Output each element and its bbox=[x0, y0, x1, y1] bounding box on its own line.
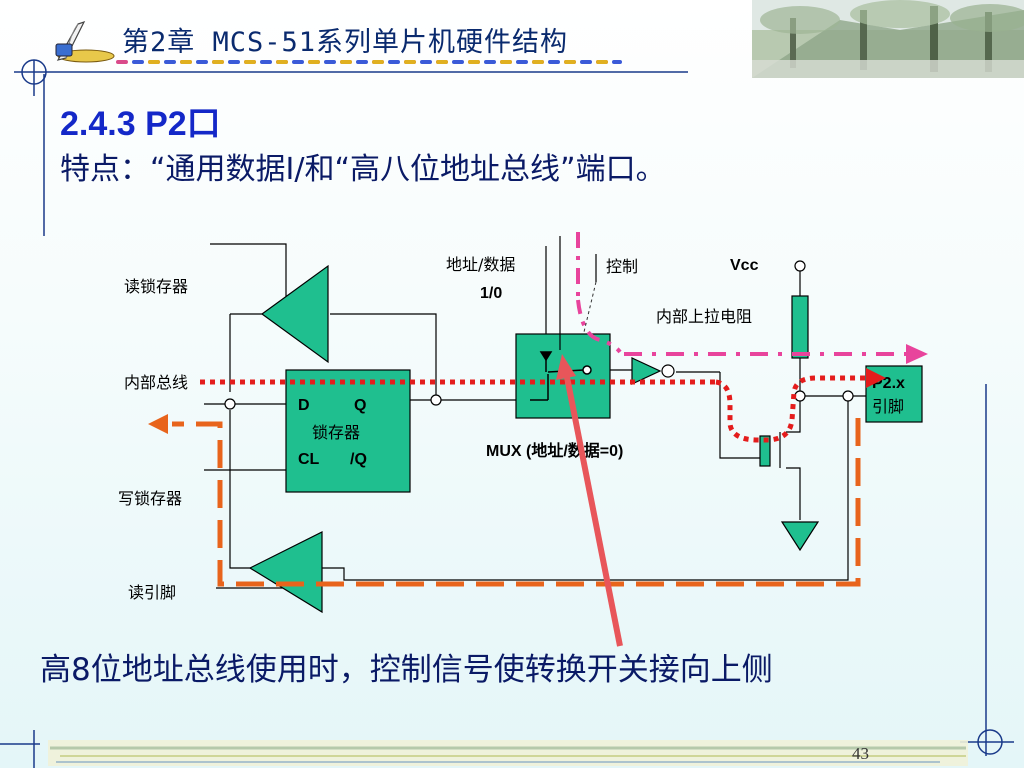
magenta-arrowhead bbox=[906, 344, 928, 364]
crosshair-top-left bbox=[21, 59, 47, 96]
magenta-signal-path bbox=[576, 232, 906, 356]
caption-text: 高8位地址总线使用时，控制信号使转换开关接向上侧 bbox=[40, 652, 773, 688]
latch-cl-label: CL bbox=[298, 451, 320, 468]
latch-q-label: Q bbox=[354, 397, 366, 414]
crosshair-bottom-right bbox=[960, 729, 1014, 755]
latch-d-label: D bbox=[298, 397, 310, 414]
write-latch-label: 写锁存器 bbox=[118, 489, 182, 508]
vcc-label: Vcc bbox=[730, 257, 759, 274]
ground-symbol bbox=[780, 521, 820, 552]
chapter-title: 第2章 MCS-51系列单片机硬件结构 bbox=[122, 27, 569, 58]
fet-transistor bbox=[759, 435, 771, 467]
mux-label: MUX (地址/数据=0) bbox=[486, 441, 623, 460]
mux-switch bbox=[530, 351, 592, 401]
control-label: 控制 bbox=[606, 257, 638, 276]
pullup-resistor-label: 内部上拉电阻 bbox=[656, 307, 752, 326]
page-number: 43 bbox=[852, 744, 869, 763]
inverter-gate bbox=[631, 357, 675, 385]
address-data-value-label: 1/0 bbox=[480, 285, 502, 302]
latch-name-label: 锁存器 bbox=[312, 423, 360, 442]
pointer-arrowhead bbox=[556, 354, 576, 380]
latch-qbar-label: /Q bbox=[350, 451, 367, 468]
d-latch-block bbox=[285, 369, 411, 493]
pointer-arrow-shaft bbox=[563, 371, 623, 647]
header-photo bbox=[752, 0, 1024, 78]
orange-arrowhead bbox=[148, 414, 168, 434]
control-dashed-line bbox=[583, 281, 597, 333]
read-latch-label: 读锁存器 bbox=[124, 277, 188, 296]
red-arrowhead bbox=[866, 368, 886, 388]
pullup-resistor bbox=[791, 295, 809, 359]
footer-stripe bbox=[48, 740, 968, 766]
read-pin-label: 读引脚 bbox=[128, 583, 176, 602]
read-pin-buffer bbox=[248, 531, 323, 614]
address-data-label: 地址/数据 bbox=[446, 255, 515, 274]
read-latch-buffer bbox=[260, 264, 329, 364]
feature-description: 特点：“通用数据I/和“高八位地址总线”端口。 bbox=[60, 152, 666, 187]
crosshair-bottom-left bbox=[0, 730, 40, 768]
junction-dots bbox=[224, 260, 854, 410]
red-signal-path bbox=[200, 375, 866, 443]
section-title: 2.4.3 P2口 bbox=[60, 105, 221, 143]
internal-bus-label: 内部总线 bbox=[124, 373, 188, 392]
quill-pen-logo bbox=[55, 20, 115, 63]
pin-label: 引脚 bbox=[872, 397, 904, 416]
orange-signal-path bbox=[172, 418, 861, 587]
